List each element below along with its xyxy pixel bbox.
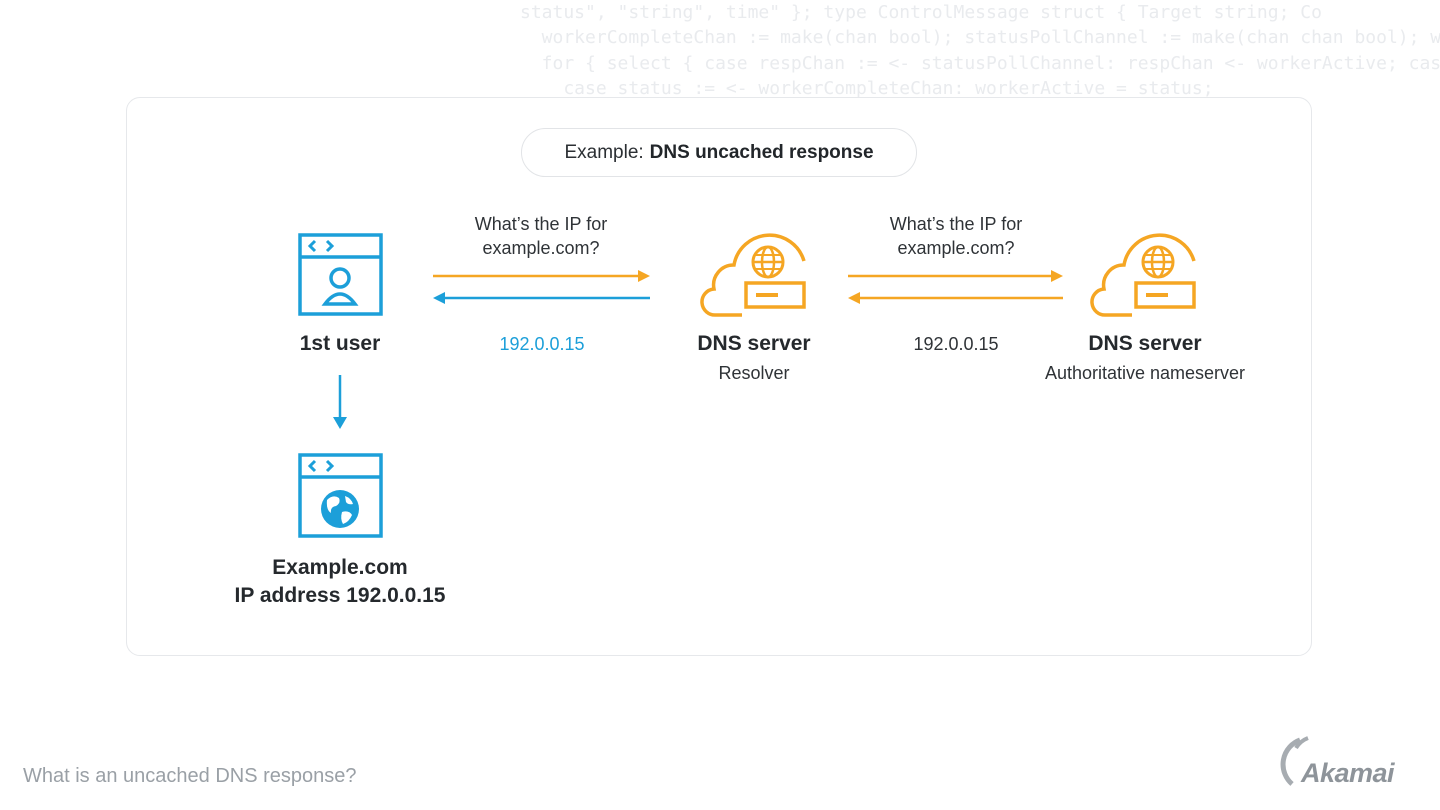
background-code-line: status", "string", time" }; type Control… bbox=[520, 2, 1322, 23]
cloud-server-globe-icon-authoritative bbox=[1090, 233, 1196, 317]
akamai-logo bbox=[1280, 736, 1309, 786]
query-label-1-line2: example.com? bbox=[482, 238, 600, 258]
authoritative-label: DNS server Authoritative nameserver bbox=[1015, 332, 1275, 384]
answer-label-2: 192.0.0.15 bbox=[913, 334, 999, 354]
arrow-answer-resolver-to-user bbox=[433, 292, 650, 304]
arrow-query-user-to-resolver bbox=[433, 270, 650, 282]
query-label-2-line2: example.com? bbox=[897, 238, 1015, 258]
background-code-line: case status := <- workerCompleteChan: wo… bbox=[520, 78, 1214, 100]
arrow-answer-authoritative-to-resolver bbox=[848, 292, 1063, 304]
query-label-2-line1: What’s the IP for bbox=[889, 214, 1023, 234]
website-label-line1: Example.com bbox=[272, 556, 408, 579]
globe-icon bbox=[321, 490, 359, 528]
arrow-query-resolver-to-authoritative bbox=[848, 270, 1063, 282]
query-label-1: What’s the IP for example.com? bbox=[441, 212, 641, 260]
cloud-server-globe-icon-resolver bbox=[700, 233, 806, 317]
authoritative-label-subtitle: Authoritative nameserver bbox=[1044, 363, 1246, 383]
arrow-user-to-website bbox=[333, 375, 347, 429]
website-label: Example.com IP address 192.0.0.15 bbox=[190, 554, 490, 610]
background-code-line: for { select { case respChan := <- statu… bbox=[520, 52, 1440, 74]
authoritative-label-title: DNS server bbox=[1088, 332, 1202, 355]
title-prefix: Example: bbox=[564, 141, 644, 163]
query-label-1-line1: What’s the IP for bbox=[474, 214, 608, 234]
answer-label-1: 192.0.0.15 bbox=[499, 334, 585, 354]
background-code-line: workerCompleteChan := make(chan bool); s… bbox=[520, 27, 1440, 49]
browser-window-globe-icon bbox=[298, 453, 383, 538]
diagram-title: Example: DNS uncached response bbox=[521, 128, 917, 177]
diagram-card bbox=[126, 97, 1312, 656]
resolver-label-subtitle: Resolver bbox=[718, 363, 790, 383]
resolver-label-title: DNS server bbox=[697, 332, 811, 355]
title-emphasis: DNS uncached response bbox=[649, 141, 874, 163]
footer-question: What is an uncached DNS response? bbox=[23, 765, 357, 787]
user-label: 1st user bbox=[299, 332, 381, 355]
resolver-label: DNS server Resolver bbox=[654, 332, 854, 384]
website-label-line2: IP address 192.0.0.15 bbox=[234, 584, 446, 607]
akamai-logo-text: Akamai bbox=[1301, 758, 1395, 788]
query-label-2: What’s the IP for example.com? bbox=[856, 212, 1056, 260]
browser-window-user-icon bbox=[298, 233, 383, 316]
